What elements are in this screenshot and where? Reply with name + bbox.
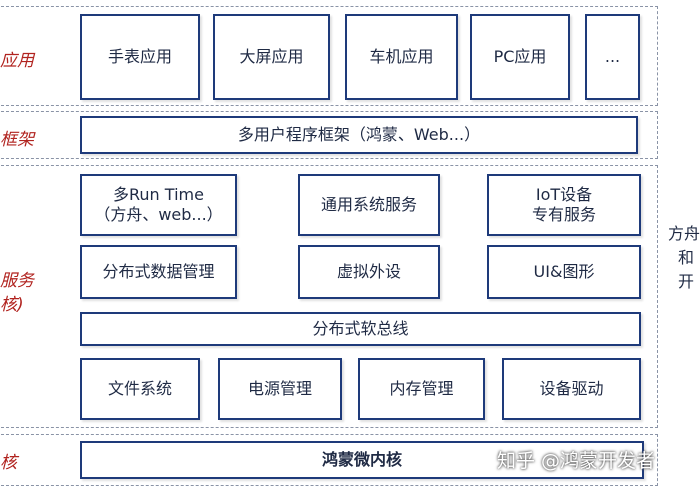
kernel-layer [0,434,658,486]
service-layer [0,165,658,428]
watch-app-box: 手表应用 [80,14,200,100]
framework-layer-label: 框架 [0,130,34,150]
car-app-box: 车机应用 [345,14,458,100]
system-service-box: 通用系统服务 [298,174,440,236]
microkernel-box: 鸿蒙微内核 [80,441,644,479]
pc-app-box: PC应用 [470,14,570,100]
app-layer-label: 应用 [0,51,34,71]
virtual-peripheral-box: 虚拟外设 [298,245,440,299]
runtime-box: 多Run Time （方舟、web...） [80,174,237,236]
power-management-box: 电源管理 [218,358,342,420]
file-system-box: 文件系统 [80,358,200,420]
ui-graphics-box: UI&图形 [487,245,641,299]
more-app-box: ... [585,14,640,100]
distributed-data-box: 分布式数据管理 [80,245,237,299]
bigscreen-app-box: 大屏应用 [213,14,330,100]
service-layer-label-line1: 服务 [0,271,34,291]
app-layer [0,6,658,106]
iot-service-box: IoT设备 专有服务 [487,174,641,236]
side-text-line1: 方舟 [668,224,700,243]
side-text-line3: 开 [678,272,695,291]
side-text-line2: 和 [678,248,695,267]
kernel-layer-label: 核 [0,453,17,473]
service-layer-label-line2: 核) [0,295,24,315]
memory-management-box: 内存管理 [358,358,485,420]
device-driver-box: 设备驱动 [502,358,641,420]
soft-bus-box: 分布式软总线 [80,312,641,346]
framework-box: 多用户程序框架（鸿蒙、Web...） [80,116,638,154]
framework-layer [0,111,658,159]
watermark: 知乎 @鸿蒙开发者 [497,450,656,472]
